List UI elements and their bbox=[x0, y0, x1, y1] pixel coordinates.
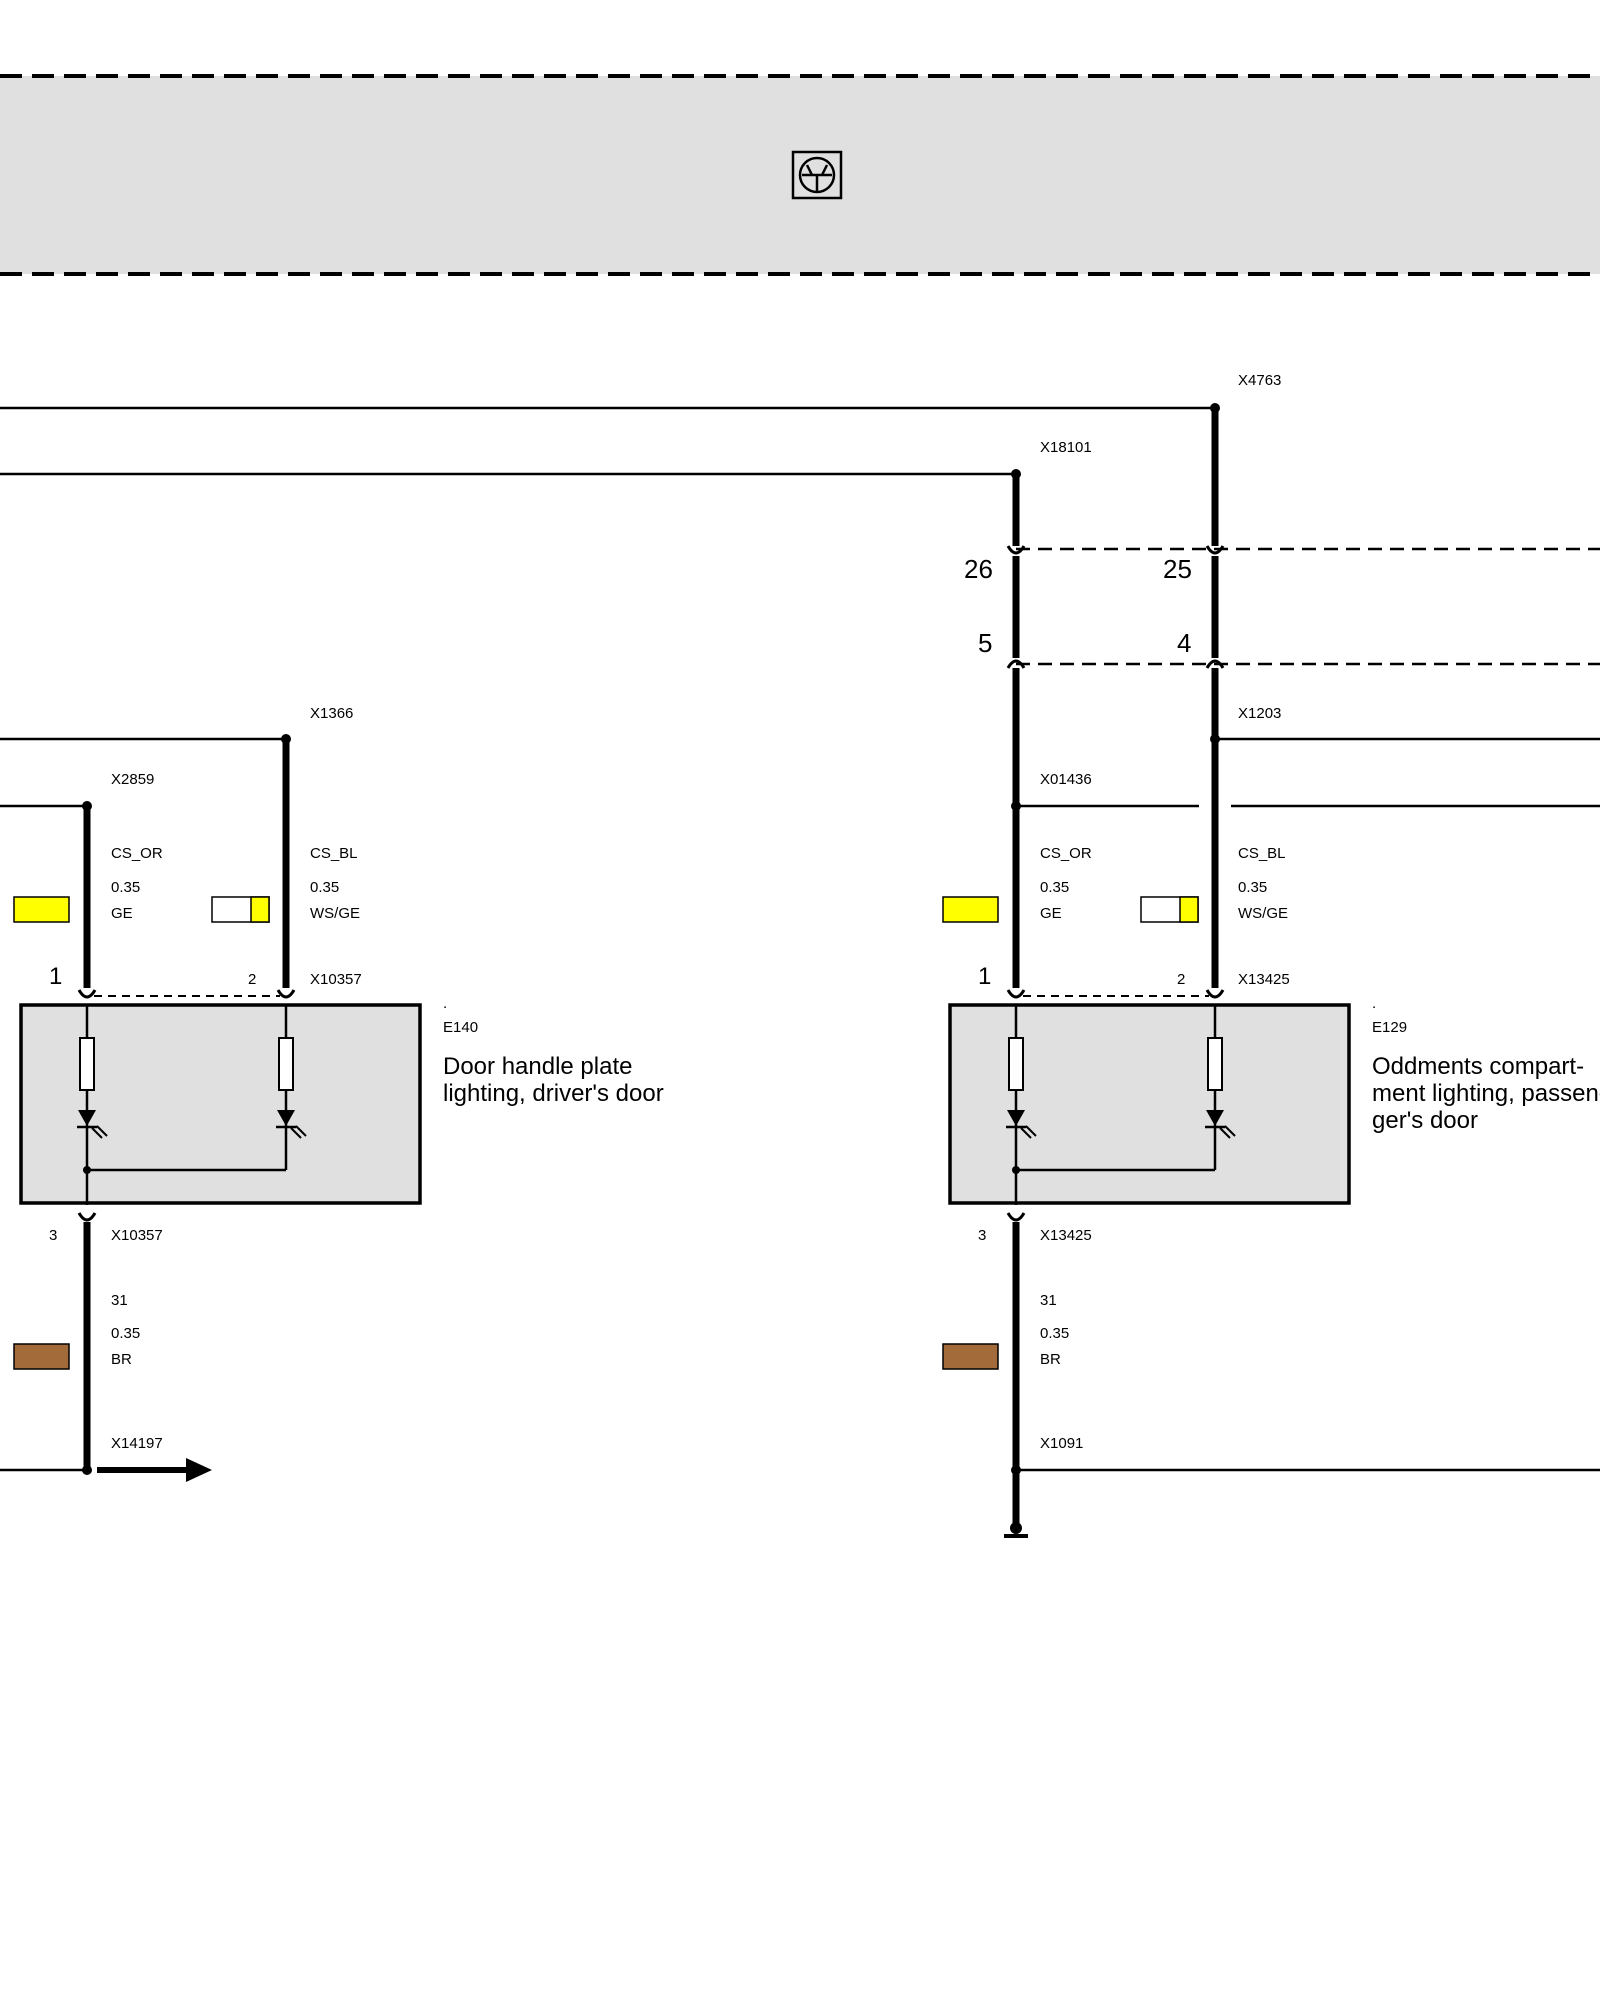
component-name-e129-l3: ger's door bbox=[1372, 1107, 1478, 1134]
swatch-br-left bbox=[13, 1343, 70, 1370]
ground-icon bbox=[1004, 1522, 1028, 1538]
label-x4763: X4763 bbox=[1238, 372, 1281, 389]
right-circuit: X1203 X01436 CS_OR 0.35 GE CS_BL 0.35 WS… bbox=[942, 668, 1600, 1538]
led-icon bbox=[1206, 1110, 1224, 1126]
pin-1-left: 1 bbox=[49, 963, 62, 990]
color-wire2-left: WS/GE bbox=[310, 905, 360, 922]
label-x2859: X2859 bbox=[111, 771, 154, 788]
resistor-icon bbox=[1008, 1037, 1024, 1091]
pin-cup-26 bbox=[1006, 545, 1026, 555]
component-e140 bbox=[19, 1003, 422, 1205]
component-name-e140-l2: lighting, driver's door bbox=[443, 1080, 664, 1107]
label-x10357-top: X10357 bbox=[310, 971, 362, 988]
signal-cs-or-left: CS_OR bbox=[111, 845, 163, 862]
color-wire2-right: WS/GE bbox=[1238, 905, 1288, 922]
color-br-right: BR bbox=[1040, 1351, 1061, 1368]
signal-31-left: 31 bbox=[111, 1292, 128, 1309]
component-id-e140: E140 bbox=[443, 1019, 478, 1036]
pin-cup-4 bbox=[1205, 659, 1225, 669]
component-dot-right: . bbox=[1372, 995, 1376, 1012]
pin-cup-5 bbox=[1006, 659, 1026, 669]
size-ground-left: 0.35 bbox=[111, 1325, 140, 1342]
resistor-icon bbox=[1207, 1037, 1223, 1091]
color-wire1-left: GE bbox=[111, 905, 133, 922]
splice-x1091 bbox=[1011, 1465, 1021, 1475]
led-icon bbox=[78, 1110, 96, 1126]
label-x1091: X1091 bbox=[1040, 1435, 1083, 1452]
size-wire2-right: 0.35 bbox=[1238, 879, 1267, 896]
signal-31-right: 31 bbox=[1040, 1292, 1057, 1309]
swatch-ge-left bbox=[13, 896, 70, 923]
component-name-e129-l1: Oddments compart- bbox=[1372, 1053, 1584, 1080]
pin-25: 25 bbox=[1163, 554, 1192, 584]
arrow-head-icon bbox=[186, 1458, 212, 1482]
pin-3-left: 3 bbox=[49, 1227, 57, 1244]
color-wire1-right: GE bbox=[1040, 905, 1062, 922]
color-br-left: BR bbox=[111, 1351, 132, 1368]
control-unit bbox=[0, 74, 1600, 276]
left-circuit: X1366 X2859 CS_OR 0.35 GE CS_BL 0.35 WS/… bbox=[0, 705, 664, 1482]
component-id-e129: E129 bbox=[1372, 1019, 1407, 1036]
pin-cup-25 bbox=[1205, 545, 1225, 555]
swatch-ge-right bbox=[942, 896, 999, 923]
transistor-symbol-icon bbox=[791, 150, 843, 200]
label-x13425-bottom: X13425 bbox=[1040, 1227, 1092, 1244]
size-ground-right: 0.35 bbox=[1040, 1325, 1069, 1342]
pin-2-left: 2 bbox=[248, 971, 256, 988]
pin-2-right: 2 bbox=[1177, 971, 1185, 988]
led-icon bbox=[277, 1110, 295, 1126]
led-icon bbox=[1007, 1110, 1025, 1126]
label-x18101: X18101 bbox=[1040, 439, 1092, 456]
pin-3-right: 3 bbox=[978, 1227, 986, 1244]
pin-26: 26 bbox=[964, 554, 993, 584]
signal-cs-bl-right: CS_BL bbox=[1238, 845, 1286, 862]
pin-4: 4 bbox=[1177, 628, 1191, 658]
signal-cs-or-right: CS_OR bbox=[1040, 845, 1092, 862]
pin-5: 5 bbox=[978, 628, 992, 658]
component-name-e140-l1: Door handle plate bbox=[443, 1053, 632, 1080]
size-wire1-left: 0.35 bbox=[111, 879, 140, 896]
component-dot-left: . bbox=[443, 995, 447, 1012]
component-name-e129-l2: ment lighting, passen- bbox=[1372, 1080, 1600, 1107]
signal-cs-bl-left: CS_BL bbox=[310, 845, 358, 862]
pin-1-right: 1 bbox=[978, 963, 991, 990]
label-x10357-bottom: X10357 bbox=[111, 1227, 163, 1244]
label-x13425-top: X13425 bbox=[1238, 971, 1290, 988]
label-x14197: X14197 bbox=[111, 1435, 163, 1452]
label-x01436: X01436 bbox=[1040, 771, 1092, 788]
resistor-icon bbox=[79, 1037, 95, 1091]
size-wire2-left: 0.35 bbox=[310, 879, 339, 896]
splice-x14197 bbox=[82, 1465, 92, 1475]
resistor-icon bbox=[278, 1037, 294, 1091]
size-wire1-right: 0.35 bbox=[1040, 879, 1069, 896]
label-x1203: X1203 bbox=[1238, 705, 1281, 722]
label-x1366: X1366 bbox=[310, 705, 353, 722]
swatch-br-right bbox=[942, 1343, 999, 1370]
component-e129 bbox=[948, 1003, 1351, 1205]
